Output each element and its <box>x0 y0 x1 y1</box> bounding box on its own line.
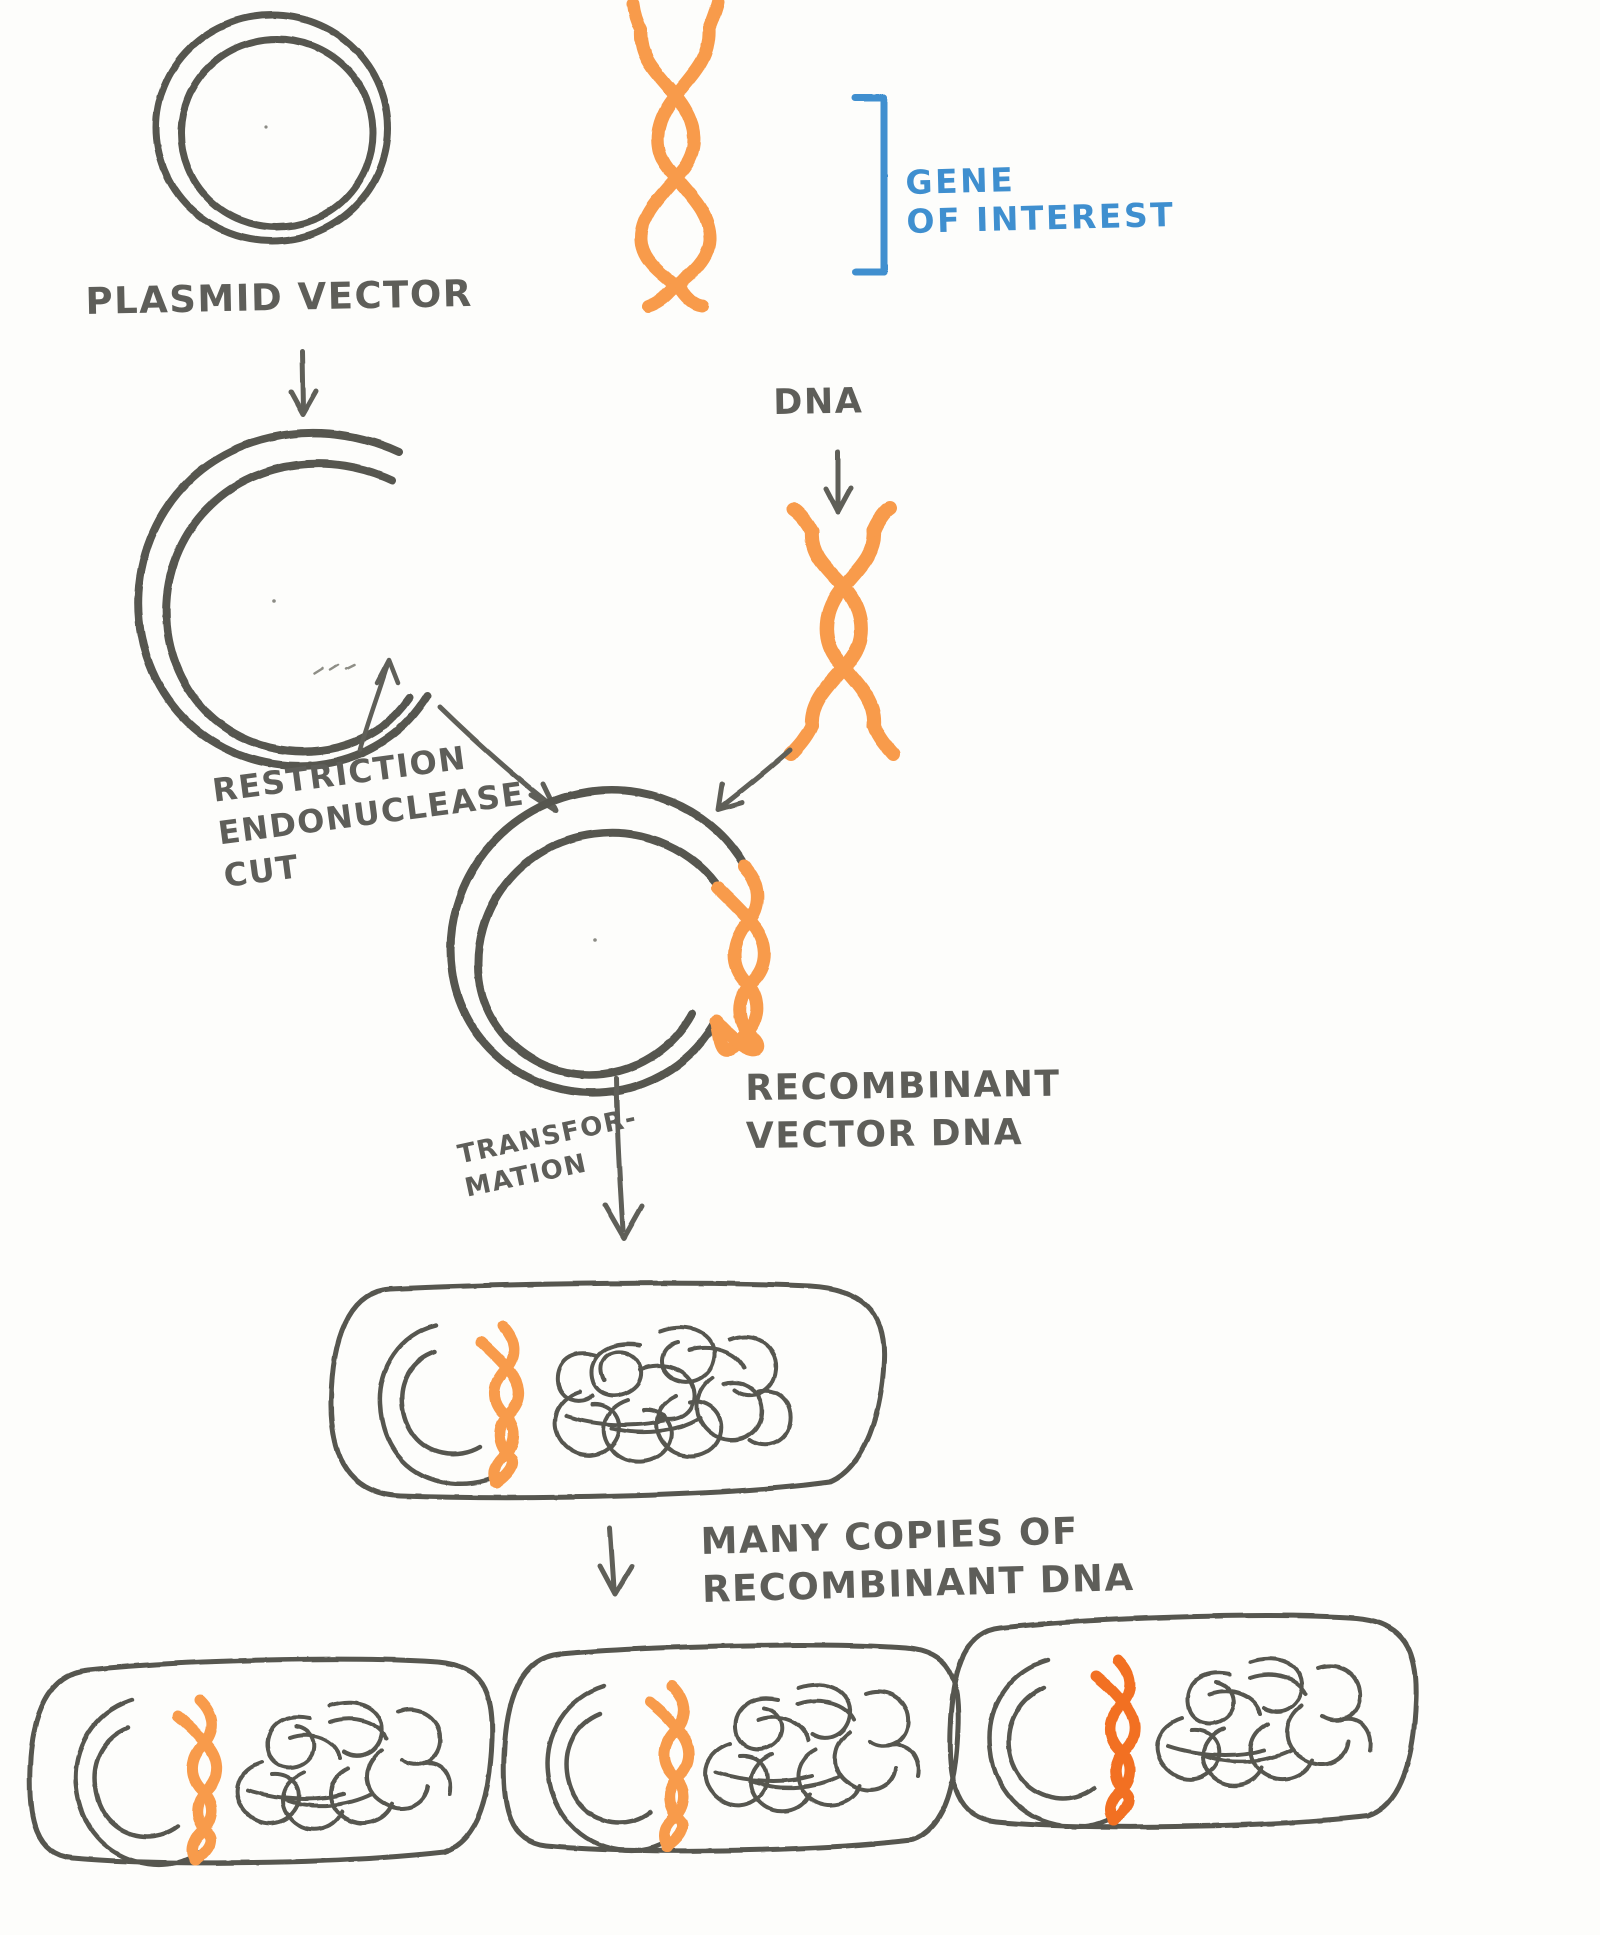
gene-of-interest-helix-icon <box>626 0 725 313</box>
cell1-insert-helix <box>172 1694 223 1866</box>
cell3-insert-helix <box>1090 1654 1141 1826</box>
recombinant-center-dot <box>593 938 597 942</box>
cell2-chromosome-tangle <box>703 1682 921 1814</box>
bacterial-cell-transformed <box>328 1280 887 1501</box>
cut-plasmid-center-dot <box>272 599 276 603</box>
label-plasmid-vector: PLASMID VECTOR <box>85 271 474 323</box>
recombinant-vector-icon <box>446 786 749 1097</box>
label-recombinant-line2: VECTOR DNA <box>745 1111 1024 1157</box>
label-many-copies-line1: MANY COPIES OF <box>700 1509 1080 1563</box>
cell3-chromosome-tangle <box>1155 1656 1373 1788</box>
label-many-copies-line2: RECOMBINANT DNA <box>701 1555 1136 1612</box>
plasmid-vector-icon <box>152 11 392 245</box>
cell1-plasmid <box>73 1697 203 1868</box>
label-restriction-line3: CUT <box>221 847 302 896</box>
gene-bracket-icon <box>851 94 888 276</box>
bacterial-cell-copy-2 <box>501 1642 961 1854</box>
cell2-insert-helix <box>644 1680 695 1852</box>
label-dna: DNA <box>773 381 864 423</box>
cut-plasmid-icon <box>134 428 431 770</box>
bacterial-cell-copy-1 <box>27 1656 495 1866</box>
arrow-transformation <box>602 1075 645 1241</box>
cell2-plasmid <box>545 1683 675 1854</box>
cell3-plasmid <box>987 1657 1121 1830</box>
cell-chromosome-tangle <box>553 1325 793 1464</box>
arrow-to-cut-site <box>357 657 401 753</box>
bacterial-cell-copy-3 <box>947 1613 1419 1830</box>
plasmid-center-dot <box>264 125 268 129</box>
arrow-fragment-to-recombinant <box>715 747 793 813</box>
arrow-cutplasmid-to-recombinant <box>437 704 559 814</box>
cut-dna-fragment-icon <box>784 501 900 761</box>
label-gene-line1: GENE <box>904 160 1016 202</box>
arrow-dna-to-fragment <box>823 449 854 515</box>
label-recombinant-line1: RECOMBINANT <box>745 1063 1061 1109</box>
arrow-to-many-copies <box>597 1525 635 1597</box>
arrow-plasmid-to-cut <box>288 349 319 417</box>
cell-plasmid-insert-helix <box>475 1320 525 1489</box>
cut-site-scribble <box>312 663 356 675</box>
cell-plasmid-outer <box>377 1322 503 1486</box>
cell1-chromosome-tangle <box>235 1700 453 1832</box>
recombinant-insert-helix <box>709 859 771 1057</box>
label-gene-line2: OF INTEREST <box>905 194 1176 241</box>
